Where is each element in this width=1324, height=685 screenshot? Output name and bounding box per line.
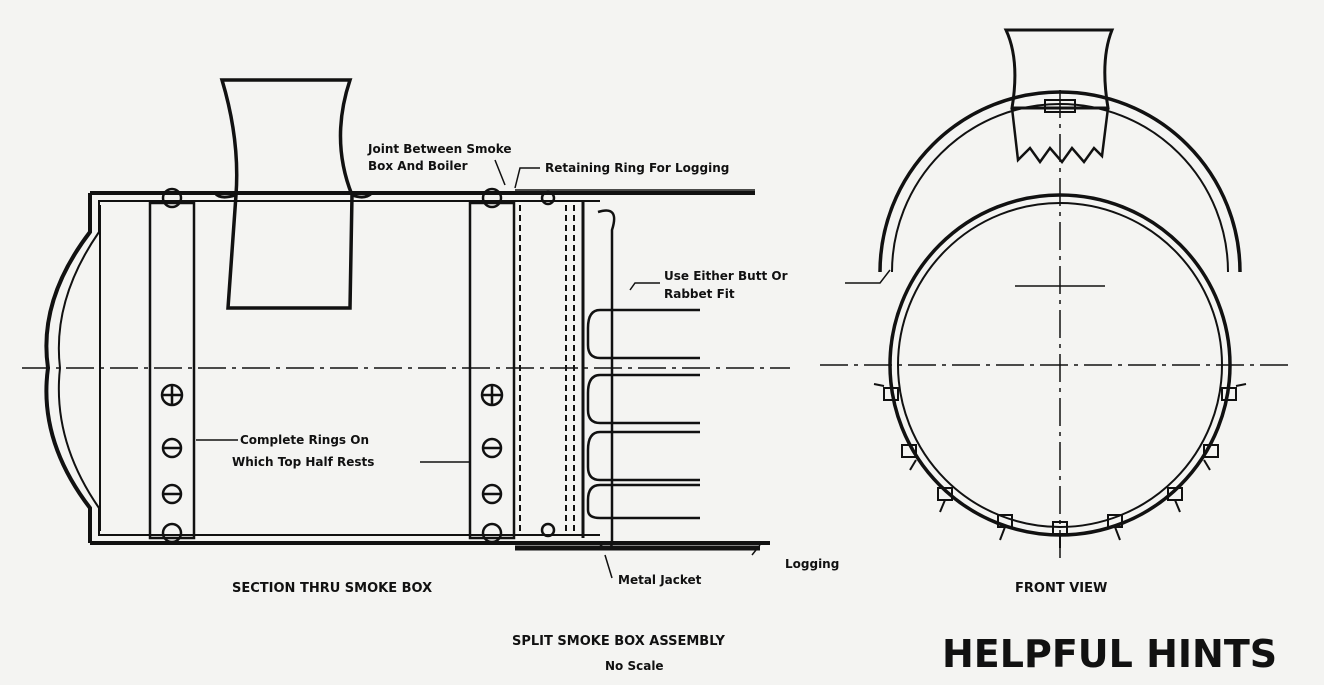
front-view-caption: FRONT VIEW (1015, 581, 1107, 596)
butt-fit-label-line1: Use Either Butt Or (664, 269, 788, 283)
front-view (820, 28, 1290, 560)
retaining-ring-label: Retaining Ring For Logging (545, 161, 729, 175)
metal-jacket-label: Metal Jacket (618, 573, 702, 587)
helpful-hints-title: HELPFUL HINTS (942, 632, 1277, 676)
assembly-caption-line2: No Scale (605, 659, 664, 673)
front-complete-ring (148, 201, 196, 540)
front-ring-bolts (873, 383, 1247, 548)
rings-label-line2: Which Top Half Rests (232, 455, 374, 469)
assembly-caption-line1: SPLIT SMOKE BOX ASSEMBLY (512, 634, 725, 649)
joint-label-line1: Joint Between Smoke (367, 142, 512, 156)
section-caption: SECTION THRU SMOKE BOX (232, 581, 432, 596)
ring-bolts (160, 187, 556, 544)
section-view (22, 78, 790, 551)
chimney-stack (219, 78, 354, 310)
top-half-shell (878, 90, 1242, 273)
rear-complete-ring (468, 201, 516, 540)
logging-label: Logging (785, 557, 839, 571)
butt-fit-label-line2: Rabbet Fit (664, 287, 735, 301)
smoke-box-front-door (44, 193, 92, 543)
leader-lines (196, 159, 891, 579)
rings-label-line1: Complete Rings On (240, 433, 369, 447)
boiler-tubes (586, 209, 700, 551)
joint-label-line2: Box And Boiler (368, 159, 468, 173)
